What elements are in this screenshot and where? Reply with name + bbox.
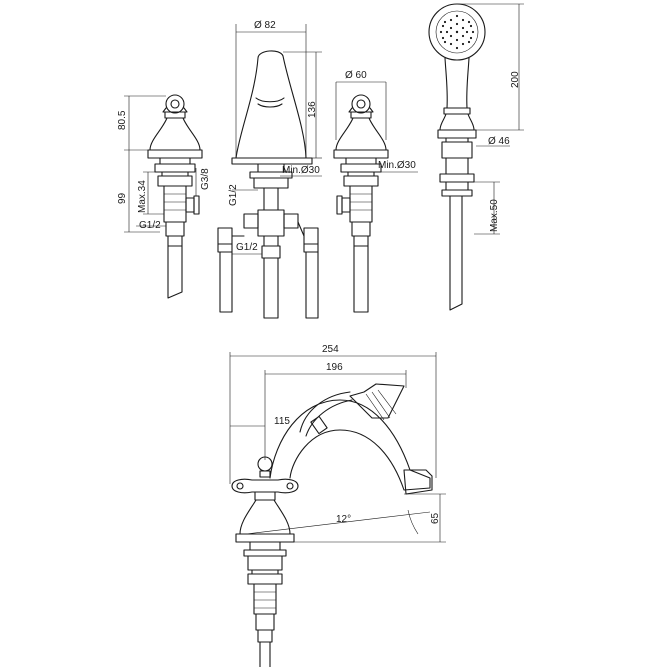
hand-shower-dimensions	[457, 3, 524, 235]
spout	[217, 50, 319, 319]
left-valve-side-thread-label: G3/8	[200, 168, 211, 190]
left-valve-height-label: 80.5	[117, 110, 128, 130]
spout-min-label: Min.Ø30	[282, 165, 320, 176]
width-valve-label: 115	[274, 416, 290, 427]
left-valve-max-label: Max.34	[137, 180, 148, 213]
spout-thread-label: G1/2	[228, 184, 239, 206]
hand-shower-height-label: 200	[510, 71, 521, 88]
right-valve-min-label: Min.Ø30	[378, 160, 416, 171]
spout-lower-thread-label: G1/2	[236, 242, 258, 253]
hand-shower	[428, 3, 486, 311]
spout-height-label: 136	[307, 101, 318, 118]
hand-shower-diameter-label: Ø 46	[488, 136, 510, 147]
spout-dimensions	[232, 24, 322, 255]
hand-shower-max-label: Max.50	[489, 199, 500, 232]
right-valve	[333, 94, 389, 313]
side-view-assembly	[231, 383, 433, 667]
shower-nozzles	[439, 14, 475, 50]
right-valve-diameter-label: Ø 60	[345, 70, 367, 81]
left-valve-dimensions	[124, 95, 197, 233]
left-valve-total-label: 99	[117, 192, 128, 204]
spout-diameter-label: Ø 82	[254, 20, 276, 31]
side-height-label: 65	[430, 512, 441, 524]
angle-label: 12°	[336, 514, 351, 525]
left-valve	[147, 94, 203, 299]
width-spout-label: 196	[326, 362, 343, 373]
side-view-dimensions	[229, 352, 446, 543]
width-total-label: 254	[322, 344, 339, 355]
right-valve-dimensions	[335, 81, 418, 173]
left-valve-thread-label: G1/2	[139, 220, 161, 231]
